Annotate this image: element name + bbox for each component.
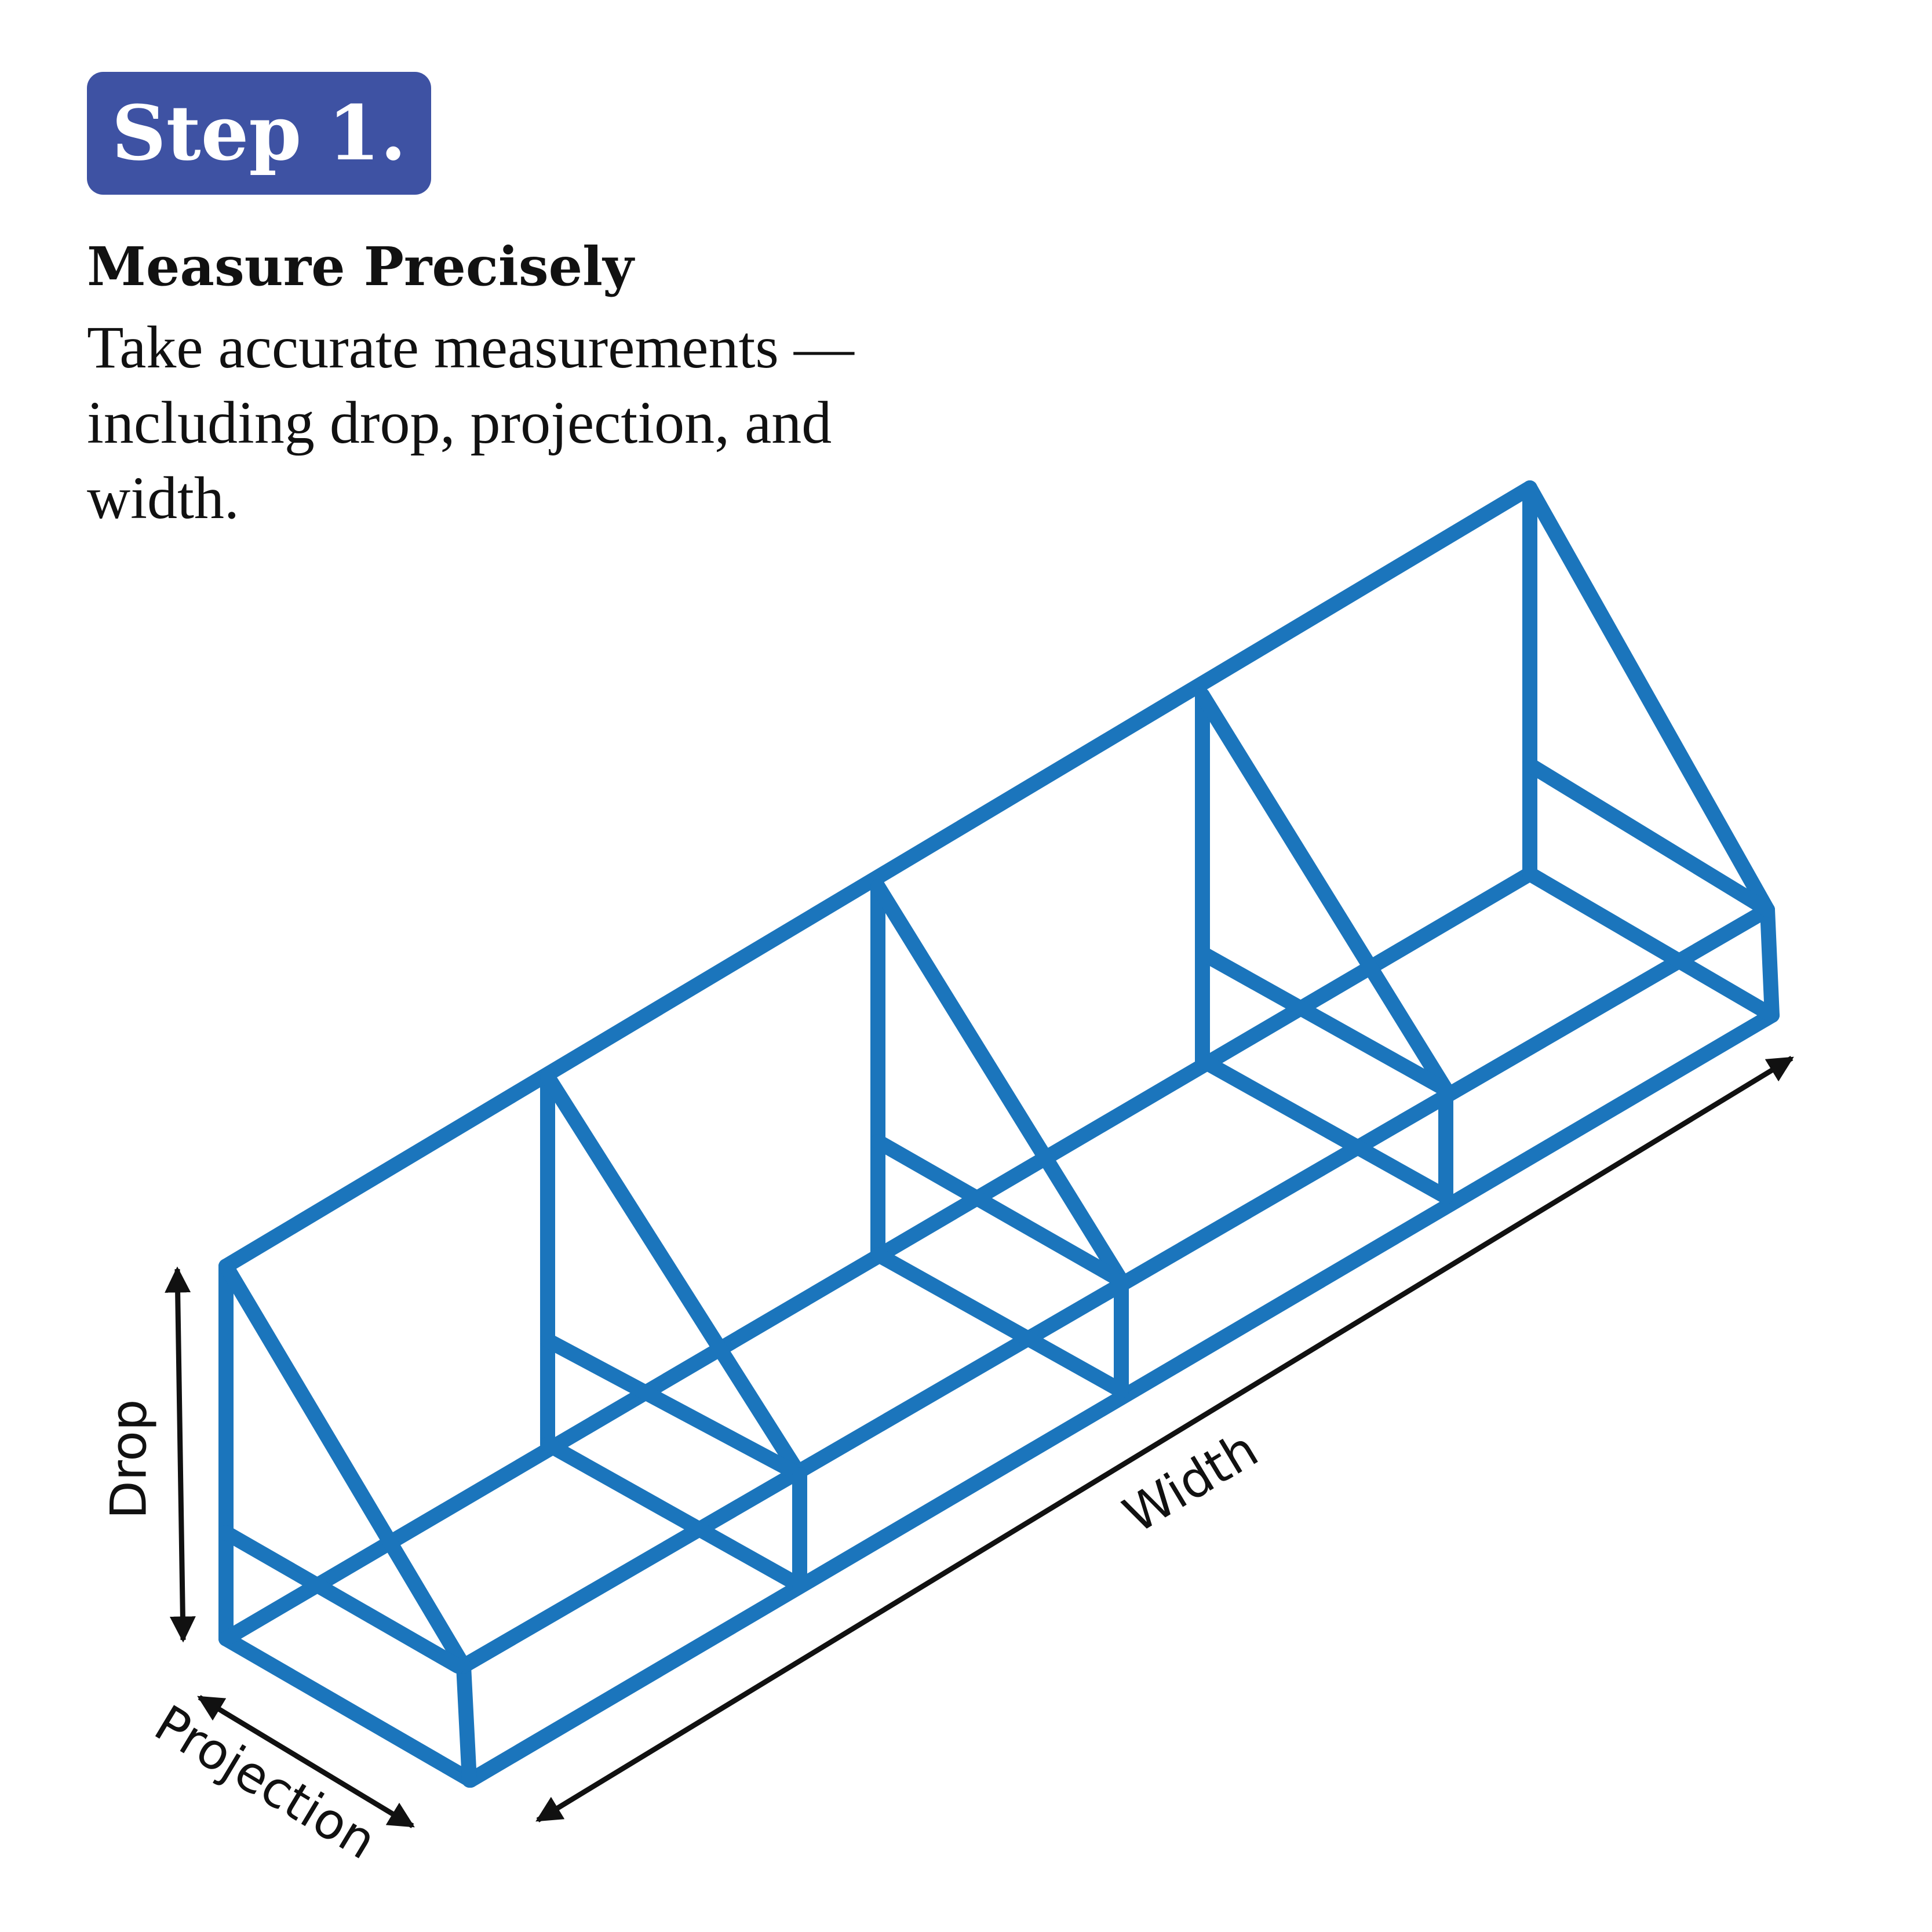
frame-base-2 — [540, 1437, 806, 1592]
frame-brace-3 — [870, 879, 1129, 1288]
awning-frame-outline — [218, 480, 1780, 1788]
frame-top-rail — [218, 480, 1537, 1274]
frame-left-cross-rail — [218, 1525, 465, 1674]
projection-arrow — [197, 1695, 415, 1828]
frame-right-slope — [1522, 480, 1775, 917]
step-heading: Measure Precisely — [87, 235, 634, 298]
frame-front-leg — [456, 1658, 477, 1788]
projection-label: Projection — [145, 1694, 386, 1871]
step-description: Take accurate measurements — including d… — [87, 314, 854, 531]
drop-arrow — [165, 1266, 196, 1643]
step-label: Step 1. — [111, 89, 407, 177]
frame-left-brace — [218, 1259, 471, 1674]
frame-cross-5 — [1522, 757, 1775, 917]
step-badge: Step 1. — [87, 72, 431, 195]
frame-base-5 — [1522, 866, 1780, 1023]
frame-right-end-post — [1760, 902, 1780, 1023]
width-arrow — [535, 1056, 1794, 1822]
drop-label: Drop — [100, 1399, 158, 1519]
frame-base-3 — [870, 1247, 1129, 1398]
width-label: Width — [1114, 1420, 1268, 1544]
frame-brace-4 — [1195, 688, 1453, 1097]
frame-base-4 — [1195, 1053, 1453, 1204]
